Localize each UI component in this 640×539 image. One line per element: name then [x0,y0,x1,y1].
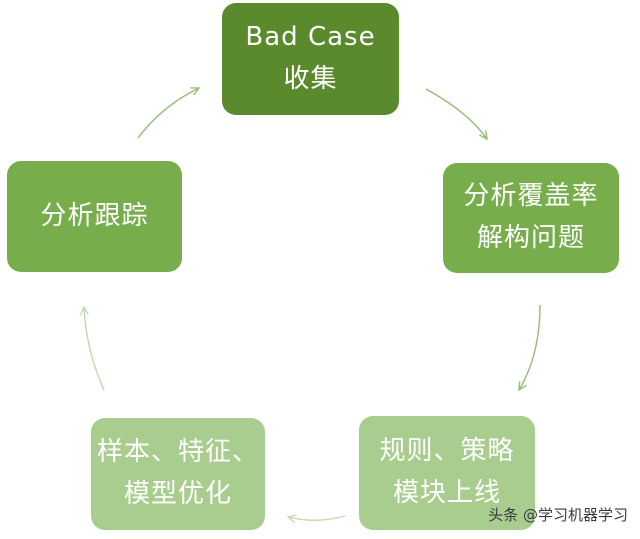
node-analysis-tracking: 分析跟踪 [7,161,182,272]
watermark: 头条 @学习机器学习 [488,506,628,524]
node-label: Bad Case [245,22,376,53]
node-bad-case-collection: Bad Case 收集 [222,3,399,115]
node-label: 规则、策略 [379,436,515,467]
arrow-bottom-left-to-left [84,307,105,391]
node-label: 解构问题 [476,223,585,253]
arrow-right-to-bottom-right [519,304,541,390]
node-label: 分析跟踪 [40,200,149,231]
node-label: 模块上线 [392,478,501,508]
node-coverage-analysis: 分析覆盖率 解构问题 [443,163,619,273]
node-label: 模型优化 [123,479,232,509]
node-label: 样本、特征、 [96,437,259,468]
node-rules-launch: 规则、策略 模块上线 [359,416,535,530]
node-model-optimization: 样本、特征、 模型优化 [91,418,265,530]
node-label: 分析覆盖率 [463,181,599,212]
node-label: 收集 [283,64,338,94]
arrow-left-to-top [137,88,199,139]
arrow-top-to-right [425,88,487,139]
arrow-bottom-right-to-bottom-left [288,516,346,520]
